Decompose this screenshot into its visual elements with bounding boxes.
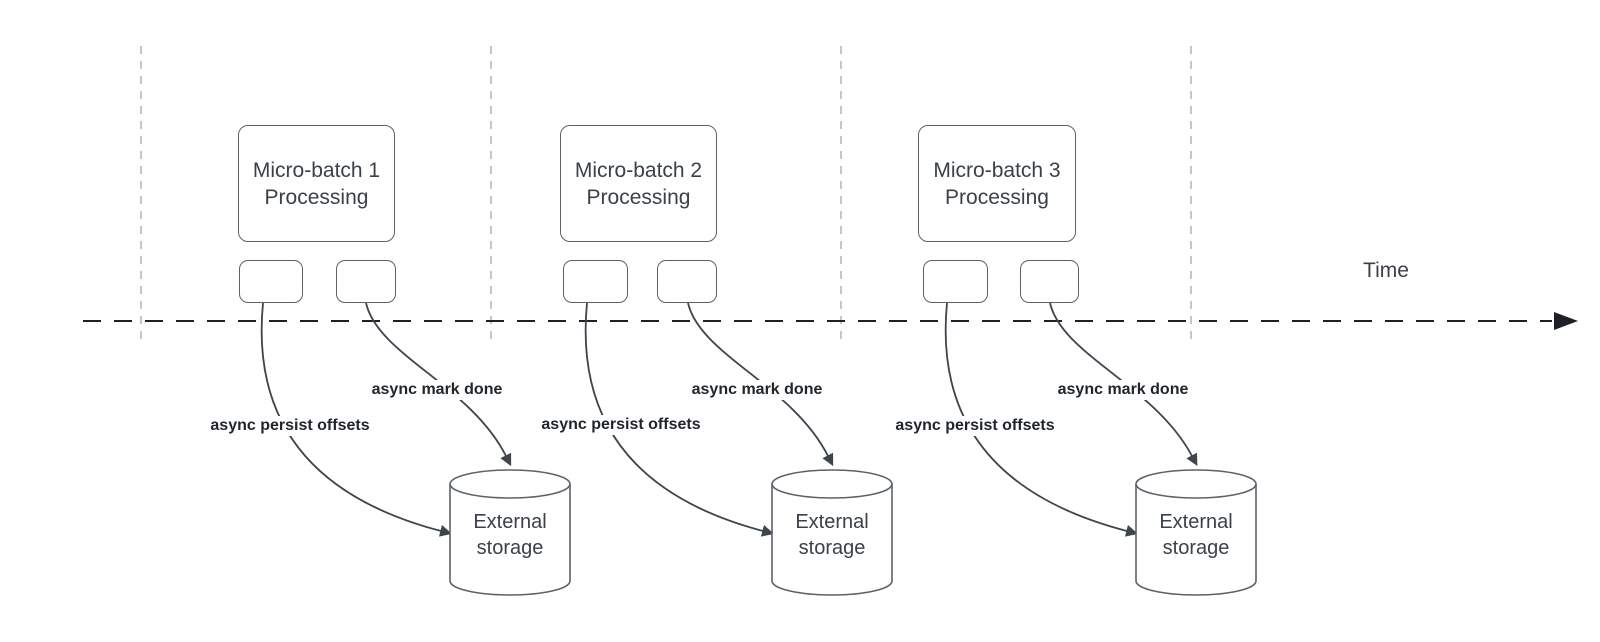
- persist-offsets-arrow-3: [944, 302, 1139, 537]
- mark-done-arrow-1: [365, 302, 512, 467]
- micro-batch-box-1: Micro-batch 1 Processing: [238, 125, 395, 242]
- micro-batch-box-2: Micro-batch 2 Processing: [560, 125, 717, 242]
- persist-offsets-arrow-2: [584, 302, 775, 537]
- external-storage-cylinder-1: [449, 469, 571, 596]
- external-storage-label-2: External storage: [795, 511, 869, 559]
- micro-batch-box-3: Micro-batch 3 Processing: [918, 125, 1076, 242]
- mark-done-arrow-2: [687, 302, 834, 467]
- mark-done-label-3: async mark done: [1054, 380, 1192, 400]
- mark-done-task-box-1: [336, 260, 396, 303]
- persist-offsets-arrow-1: [260, 302, 453, 537]
- external-storage-label-1: External storage: [473, 511, 547, 559]
- mark-done-arrow-3: [1049, 302, 1198, 467]
- persist-offsets-task-box-3: [923, 260, 988, 303]
- persist-offsets-label-2: async persist offsets: [538, 415, 704, 435]
- time-axis-label: Time: [1363, 259, 1409, 282]
- mark-done-task-box-2: [657, 260, 717, 303]
- external-storage-cylinder-3: [1135, 469, 1257, 596]
- time-axis-arrowhead-icon: [1554, 312, 1578, 330]
- mark-done-label-2: async mark done: [688, 380, 826, 400]
- persist-offsets-label-1: async persist offsets: [207, 416, 373, 436]
- persist-offsets-label-3: async persist offsets: [892, 416, 1058, 436]
- persist-offsets-task-box-1: [239, 260, 303, 303]
- persist-offsets-task-box-2: [563, 260, 628, 303]
- mark-done-task-box-3: [1020, 260, 1079, 303]
- external-storage-label-3: External storage: [1159, 511, 1233, 559]
- mark-done-label-1: async mark done: [368, 380, 506, 400]
- external-storage-cylinder-2: [771, 469, 893, 596]
